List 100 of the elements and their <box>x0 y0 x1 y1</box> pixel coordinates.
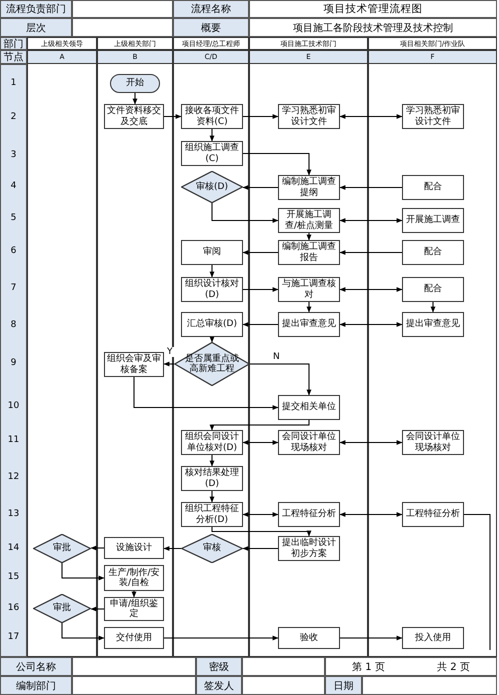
arrow <box>306 232 312 241</box>
arrow <box>340 636 403 640</box>
arrow <box>250 364 312 396</box>
process-box: 与施工调查核对 <box>278 277 340 302</box>
footer-cell: 公司名称 <box>0 657 72 676</box>
arrow <box>242 250 278 255</box>
row-number: 8 <box>10 320 16 330</box>
decision-diamond: 审批 <box>33 594 91 623</box>
edge-label: N <box>272 352 281 362</box>
swimlane <box>249 37 368 657</box>
process-box: 工程特征分析 <box>402 502 464 527</box>
row-number: 15 <box>8 572 20 582</box>
row-number: 7 <box>10 283 16 293</box>
row-number: 1 <box>10 78 16 88</box>
arrow <box>242 512 279 517</box>
row-number: 5 <box>10 213 16 223</box>
row-number: 16 <box>8 603 20 613</box>
process-box: 提交相关单位 <box>278 395 340 420</box>
row-number: 9 <box>10 358 16 368</box>
process-box: 学习熟悉初审设计文件 <box>278 104 340 129</box>
process-box: 组织设计核对(D) <box>181 277 243 302</box>
row-number: 4 <box>10 181 16 191</box>
arrow <box>212 526 312 537</box>
arrow <box>90 606 104 612</box>
arrow <box>339 287 403 292</box>
footer-cell: 第 1 页 <box>325 657 411 676</box>
arrow <box>212 202 279 223</box>
arrow <box>242 322 278 327</box>
arrow <box>210 454 214 467</box>
swimlane <box>27 37 97 657</box>
row-number: 11 <box>8 435 20 445</box>
arrow <box>132 92 138 105</box>
swimlane <box>173 37 249 657</box>
header-cell: 节点 <box>0 50 27 64</box>
process-box: 组织会审及审核备案 <box>104 352 164 377</box>
footer-cell: 共 2 页 <box>411 657 497 676</box>
arrow <box>339 218 403 223</box>
start-terminal: 开始 <box>110 74 160 93</box>
arrow <box>339 185 402 190</box>
row-number: 13 <box>8 509 20 519</box>
arrow <box>132 590 136 598</box>
process-box: 组织会同设计单位核对(D) <box>181 430 243 455</box>
arrow <box>339 440 403 445</box>
footer-cell: 密级 <box>196 657 242 676</box>
arrow <box>210 264 214 278</box>
arrow <box>339 250 402 255</box>
header-cell: 概要 <box>173 18 249 37</box>
row-number: 10 <box>8 401 20 411</box>
edge-label: Y <box>166 347 174 357</box>
row-number: 6 <box>10 246 16 256</box>
arrow <box>210 336 214 343</box>
connector-line <box>464 514 490 650</box>
decision-diamond: 审核(D) <box>181 171 243 203</box>
process-box: 配合 <box>402 175 464 200</box>
arrow <box>62 562 105 580</box>
arrow <box>339 512 403 517</box>
arrow <box>163 362 174 366</box>
process-box: 会同设计单位现场核对 <box>278 430 340 455</box>
header-cell: 部门 <box>0 37 27 50</box>
process-box: 开展施工调查 <box>402 208 464 233</box>
arrow <box>134 376 279 410</box>
process-box: 学习熟悉初审设计文件 <box>402 104 464 129</box>
row-number: 3 <box>10 150 16 160</box>
arrow <box>163 546 182 551</box>
row-number: 12 <box>8 472 20 482</box>
process-box: 开展施工调查/桩点测量 <box>278 208 340 233</box>
process-box: 交付使用 <box>104 627 164 649</box>
row-number: 2 <box>10 112 16 122</box>
header-cell: 流程名称 <box>173 0 249 18</box>
process-box: 文件资料移交及交底 <box>104 104 164 129</box>
process-box: 组织施工调查(C) <box>181 141 243 166</box>
process-box: 配合 <box>402 240 464 265</box>
arrow <box>242 185 278 190</box>
footer-cell: 编制部门 <box>0 676 72 695</box>
swimlane <box>97 37 173 657</box>
process-box: 编制施工调查提纲 <box>278 175 340 200</box>
arrow <box>62 622 105 640</box>
swimlane <box>368 37 497 657</box>
process-box: 会同设计单位现场核对 <box>402 430 464 455</box>
process-box: 提出临时设计初步方案 <box>278 536 340 561</box>
process-box: 验收 <box>278 627 340 649</box>
arrow <box>430 302 436 313</box>
process-box: 配合 <box>402 277 464 302</box>
title: 项目技术管理流程图 <box>249 0 497 18</box>
arrow <box>339 322 403 327</box>
header-cell: 流程负责部门 <box>0 0 72 18</box>
header-cell: 项目施工各阶段技术管理及技术控制 <box>249 18 497 37</box>
arrow <box>242 546 278 551</box>
process-box: 设施设计 <box>104 537 164 559</box>
arrow <box>242 114 279 119</box>
process-box: 投入使用 <box>402 627 464 649</box>
row-number: 14 <box>8 543 20 553</box>
arrow <box>242 440 279 445</box>
arrow <box>164 114 182 119</box>
arrow <box>164 636 279 640</box>
footer-cell: 日期 <box>325 676 362 695</box>
process-box: 生产/制作/安装/自检 <box>104 565 164 591</box>
decision-diamond: 审批 <box>33 534 91 563</box>
process-box: 提出审查意见 <box>278 312 340 337</box>
row-number: 17 <box>8 632 20 642</box>
